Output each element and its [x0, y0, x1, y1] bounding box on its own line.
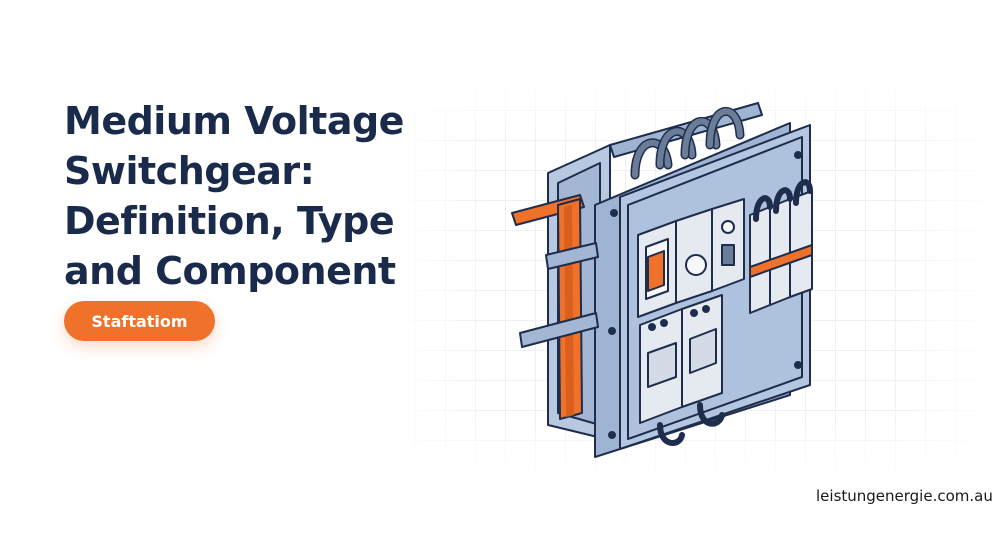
category-tag-button[interactable]: Staftatiom [64, 301, 215, 341]
title-line-4: and Component [64, 249, 396, 293]
switchgear-panel-icon [511, 102, 813, 458]
title-line-2: Switchgear: [64, 149, 315, 193]
title-line-3: Definition, Type [64, 199, 395, 243]
page-title: Medium Voltage Switchgear: Definition, T… [64, 96, 464, 296]
website-url: leistungenergie.com.au [816, 487, 993, 505]
title-line-1: Medium Voltage [64, 99, 404, 143]
